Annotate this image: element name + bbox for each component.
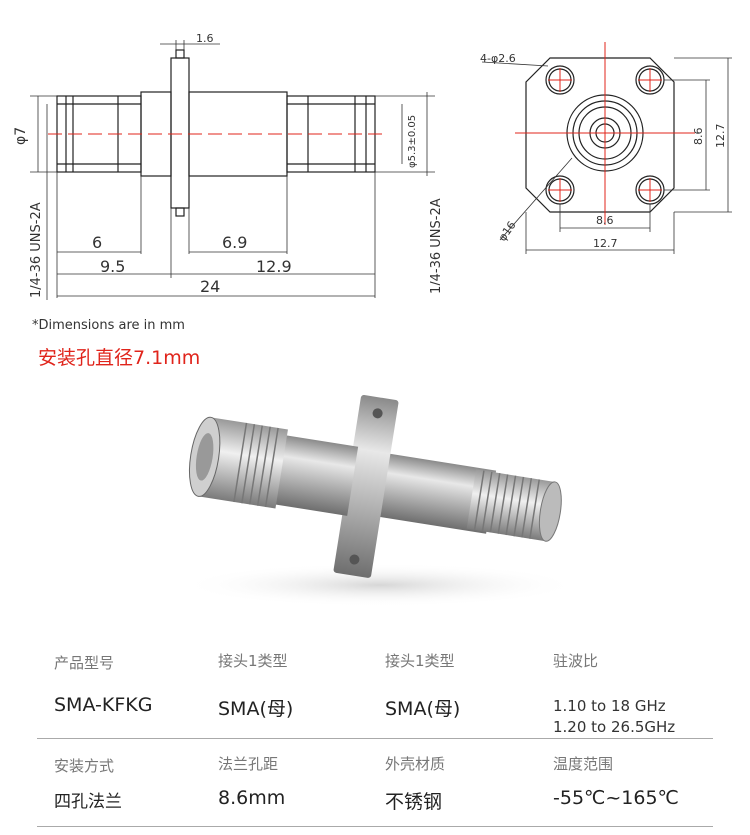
product-photo (180, 394, 580, 607)
dim-bore: φ5.3±0.05 (407, 115, 418, 168)
flange-outline (525, 57, 675, 213)
spec-label: 产品型号 (54, 654, 115, 672)
spec-label: 外壳材质 (385, 755, 446, 773)
spec-label: 接头1类型 (385, 652, 455, 670)
dim-24: 24 (200, 277, 220, 296)
thread-left: 1/4-36 UNS-2A (29, 202, 44, 298)
spec-label: 温度范围 (553, 755, 614, 773)
thread-right: 1/4-36 UNS-2A (429, 198, 440, 294)
dim-holes: 4-φ2.6 (480, 52, 516, 65)
spec-label: 法兰孔距 (218, 755, 279, 773)
dim-flange-thk: 1.6 (196, 32, 214, 45)
dim-6-9: 6.9 (222, 233, 247, 252)
vswr-line: 1.20 to 26.5GHz (553, 718, 676, 736)
dim-left-dia: φ7 (13, 127, 29, 145)
spec-row-2: 安装方式 四孔法兰 法兰孔距 8.6mm 外壳材质 不锈钢 温度范围 -55℃~… (0, 755, 750, 835)
spec-value: SMA-KFKG (54, 694, 153, 716)
spec-value: -55℃~165℃ (553, 787, 679, 809)
spec-label: 驻波比 (553, 652, 599, 670)
flange (170, 57, 190, 209)
spec-row-1: 产品型号 SMA-KFKG 接头1类型 SMA(母) 接头1类型 SMA(母) … (0, 652, 750, 742)
spec-value: SMA(母) (218, 698, 294, 720)
divider (37, 738, 713, 739)
dim-pitch-v: 8.6 (692, 128, 705, 146)
spec-label: 接头1类型 (218, 652, 288, 670)
spec-value: SMA(母) (385, 698, 461, 720)
spec-label: 安装方式 (54, 757, 115, 775)
dimensions-note: *Dimensions are in mm (32, 318, 185, 333)
dim-6: 6 (92, 233, 102, 252)
dim-width-h: 12.7 (593, 237, 618, 250)
dim-pitch-h: 8.6 (596, 214, 614, 227)
mounting-hole-note: 安装孔直径7.1mm (38, 347, 201, 369)
dim-12-9: 12.9 (256, 257, 292, 276)
dim-width-v: 12.7 (714, 124, 727, 149)
side-view-drawing: 1.6 φ7 1/4-36 UNS-2A φ5.3±0.05 φ7 1/4-36… (13, 32, 440, 300)
dim-9-5: 9.5 (100, 257, 125, 276)
spec-value: 四孔法兰 (54, 792, 122, 812)
spec-value: 8.6mm (218, 787, 286, 809)
spec-value: 不锈钢 (385, 791, 443, 813)
front-view-drawing: 4-φ2.6 φ16 8.6 12.7 8.6 12.7 (480, 42, 732, 254)
vswr-line: 1.10 to 18 GHz (553, 697, 666, 715)
spec-value-vswr: 1.10 to 18 GHz 1.20 to 26.5GHz (553, 696, 675, 738)
